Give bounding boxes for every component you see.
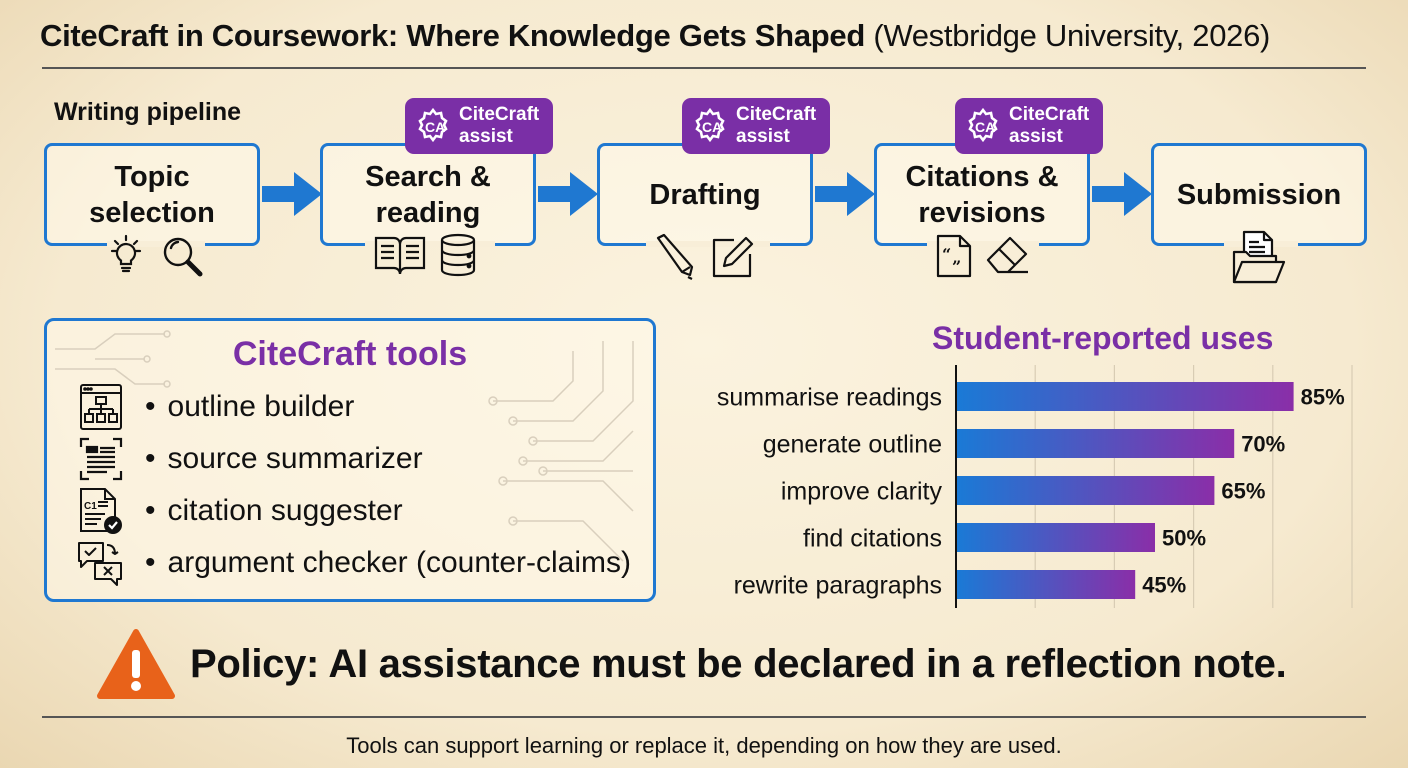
category-label: rewrite paragraphs (734, 572, 942, 600)
stage-drafting: Drafting (597, 143, 813, 247)
value-label: 85% (1301, 385, 1345, 410)
svg-text:”: ” (952, 257, 961, 276)
category-label: generate outline (763, 431, 942, 459)
open-book-icon (374, 236, 426, 275)
student-uses-bar-chart: summarise readings 85% generate outline 70%… (717, 365, 1353, 608)
citecraft-tools-panel: CiteCraft tools • outline builder • sour… (44, 318, 656, 602)
bar (957, 382, 1294, 411)
page-title: CiteCraft in Coursework: Where Knowledge… (40, 18, 1270, 54)
bar (957, 570, 1136, 599)
tool-item-outline-builder: • outline builder (75, 383, 354, 431)
eraser-icon (986, 236, 1028, 274)
tool-label: outline builder (167, 390, 355, 423)
stage-citations-revisions: Citations &revisions (874, 143, 1090, 247)
footer-note: Tools can support learning or replace it… (346, 733, 1062, 758)
title-subtitle: (Westbridge University, 2026) (873, 18, 1271, 53)
value-label: 50% (1162, 526, 1206, 551)
value-label: 45% (1142, 573, 1186, 598)
stage-label: Drafting (649, 178, 761, 211)
stage-search-reading: Search &reading (320, 143, 536, 247)
header-divider (42, 67, 1366, 69)
bar (957, 476, 1215, 505)
citecraft-gear-logo-icon: CA (695, 107, 725, 143)
citation-check-icon: C1 (80, 488, 122, 534)
edit-square-icon (712, 236, 754, 278)
svg-text:“: “ (942, 245, 951, 264)
bar (957, 523, 1155, 552)
text-scan-icon (79, 437, 123, 481)
folder-document-icon (1232, 230, 1286, 284)
stage-label: Citations &revisions (905, 160, 1059, 229)
svg-text:CA: CA (425, 119, 445, 135)
tool-label: argument checker (counter-claims) (167, 546, 632, 579)
arrow-right-icon (538, 172, 598, 216)
bar (957, 429, 1235, 458)
sitemap-icon (80, 384, 122, 430)
policy-text: Policy: AI assistance must be declared i… (190, 641, 1287, 686)
tool-item-argument-checker: • argument checker (counter-claims) (75, 539, 631, 587)
title-main: CiteCraft in Coursework: Where Knowledge… (40, 18, 865, 53)
chat-check-cross-icon (78, 542, 122, 586)
tool-label: citation suggester (167, 494, 403, 527)
tool-label: source summarizer (167, 442, 423, 475)
category-label: find citations (803, 525, 942, 553)
arrow-right-icon (1092, 172, 1152, 216)
database-icon (440, 233, 476, 277)
tool-item-citation-suggester: C1 • citation suggester (75, 487, 403, 535)
quote-document-icon: “” (936, 234, 972, 278)
svg-text:CA: CA (702, 119, 722, 135)
value-label: 70% (1241, 432, 1285, 457)
value-label: 65% (1221, 479, 1265, 504)
category-label: improve clarity (781, 478, 943, 506)
arrow-right-icon (815, 172, 875, 216)
citecraft-gear-logo-icon: CA (418, 107, 448, 143)
policy-callout: Policy: AI assistance must be declared i… (96, 628, 1287, 700)
chart-title: Student-reported uses (932, 320, 1274, 356)
stage-label: Search &reading (365, 160, 491, 229)
magnifier-icon (163, 237, 203, 277)
pen-icon (656, 233, 694, 280)
pipeline-label: Writing pipeline (54, 98, 242, 126)
category-label: summarise readings (717, 384, 942, 412)
warning-icon (97, 629, 175, 699)
citecraft-gear-logo-icon: CA (968, 107, 998, 143)
stage-label: Submission (1176, 178, 1342, 211)
tool-item-source-summarizer: • source summarizer (75, 435, 423, 483)
tools-heading: CiteCraft tools (232, 335, 468, 373)
lightbulb-icon (110, 234, 142, 273)
arrow-right-icon (262, 172, 322, 216)
footer-divider (42, 716, 1366, 718)
svg-text:C1: C1 (84, 501, 97, 512)
svg-text:CA: CA (975, 119, 995, 135)
